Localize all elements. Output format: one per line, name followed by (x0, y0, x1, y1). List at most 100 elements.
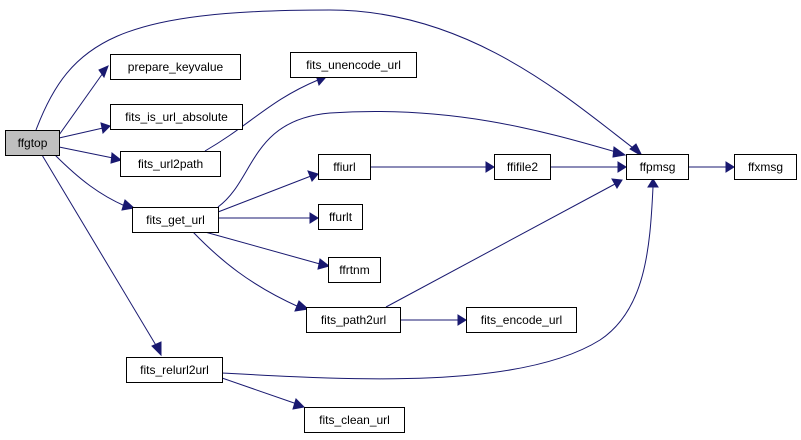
node-box (318, 154, 371, 180)
arrowhead-icon (617, 161, 627, 173)
arrowhead-icon (121, 199, 136, 211)
node-box (626, 154, 689, 180)
node-label: ffiurl (333, 160, 355, 174)
node-fits-unencode-url[interactable]: fits_unencode_url (290, 52, 417, 78)
node-label: ffrtnm (339, 263, 369, 277)
arrowhead-icon (110, 152, 123, 164)
node-label: ffpmsg (640, 160, 676, 174)
edge-fits-path2url-to-ffpmsg (385, 178, 623, 308)
node-label: fits_url2path (138, 157, 203, 171)
arrowhead-icon (457, 314, 467, 326)
edge-ffiurl-to-ffifile2 (370, 161, 495, 173)
node-box (126, 357, 223, 383)
edge-line (58, 146, 114, 159)
node-label: fits_encode_url (481, 313, 562, 327)
arrowhead-icon (98, 65, 109, 79)
node-ffiurl[interactable]: ffiurl (318, 154, 371, 180)
node-fits-clean-url[interactable]: fits_clean_url (304, 407, 405, 433)
node-prepare-keyvalue[interactable]: prepare_keyvalue (110, 54, 241, 80)
node-ffxmsg[interactable]: ffxmsg (734, 154, 797, 180)
edge-ffgtop-to-fits-get-url (54, 154, 136, 211)
edge-line (192, 231, 300, 308)
edge-line (217, 175, 312, 213)
node-fits-relurl2url[interactable]: fits_relurl2url (126, 357, 223, 383)
edge-ffgtop-to-prepare-keyvalue (58, 65, 109, 136)
node-ffgtop[interactable]: ffgtop (5, 130, 60, 156)
edge-line (58, 72, 104, 136)
edge-fits-get-url-to-ffpmsg (217, 111, 627, 208)
node-label: ffgtop (18, 136, 48, 150)
node-label: ffifile2 (507, 160, 538, 174)
node-ffrtnm[interactable]: ffrtnm (328, 257, 381, 283)
edge-ffgtop-to-fits-relurl2url (41, 154, 162, 357)
edge-line (204, 231, 321, 265)
node-box (466, 307, 577, 333)
node-box (318, 204, 363, 230)
node-label: ffurlt (329, 210, 353, 224)
node-label: fits_clean_url (319, 413, 390, 427)
edge-line (204, 79, 319, 152)
node-ffurlt[interactable]: ffurlt (318, 204, 363, 230)
node-fits-is-url-absolute[interactable]: fits_is_url_absolute (110, 104, 243, 130)
node-ffpmsg[interactable]: ffpmsg (626, 154, 689, 180)
arrowhead-icon (309, 212, 319, 224)
node-ffifile2[interactable]: ffifile2 (494, 154, 551, 180)
arrowhead-icon (100, 122, 111, 135)
edge-line (221, 186, 654, 380)
node-box (290, 52, 417, 78)
edge-line (41, 154, 158, 348)
arrowhead-icon (294, 300, 310, 312)
arrowhead-icon (647, 178, 659, 188)
node-box (5, 130, 60, 156)
edge-line (58, 127, 104, 139)
edge-fits-get-url-to-ffurlt (218, 212, 319, 224)
arrowhead-icon (307, 170, 319, 182)
node-fits-url2path[interactable]: fits_url2path (120, 151, 221, 177)
edge-ffgtop-to-fits-url2path (58, 146, 123, 164)
edge-ffgtop-to-fits-is-url-absolute (58, 122, 111, 139)
arrowhead-icon (629, 143, 644, 158)
edge-ffpmsg-to-ffxmsg (688, 161, 735, 173)
edge-fits-relurl2url-to-fits-clean-url (221, 377, 306, 410)
node-box (306, 307, 401, 333)
arrowhead-icon (151, 341, 162, 357)
edge-line (221, 377, 298, 405)
edge-line (217, 111, 617, 208)
node-box (110, 54, 241, 80)
node-box (494, 154, 551, 180)
edge-line (385, 183, 616, 308)
node-label: fits_is_url_absolute (125, 110, 228, 124)
node-box (734, 154, 797, 180)
node-label: fits_path2url (321, 313, 386, 327)
arrowhead-icon (317, 258, 331, 270)
arrowhead-icon (611, 178, 623, 189)
node-box (132, 207, 219, 233)
node-box (110, 104, 243, 130)
node-label: fits_get_url (146, 213, 205, 227)
edges-layer (35, 9, 735, 410)
nodes-layer: ffgtop prepare_keyvalue fits_is_url_absolu… (5, 52, 797, 433)
edge-fits-get-url-to-ffrtnm (204, 231, 331, 270)
arrowhead-icon (485, 161, 495, 173)
arrowhead-icon (725, 161, 735, 173)
node-box (120, 151, 221, 177)
arrowhead-icon (292, 398, 306, 410)
node-box (304, 407, 405, 433)
edge-line (54, 154, 126, 207)
node-fits-path2url[interactable]: fits_path2url (306, 307, 401, 333)
edge-ffifile2-to-ffpmsg (550, 161, 627, 173)
node-label: fits_relurl2url (140, 363, 209, 377)
edge-fits-get-url-to-fits-path2url (192, 231, 310, 312)
arrowhead-icon (612, 146, 627, 158)
node-box (328, 257, 381, 283)
edge-fits-get-url-to-ffiurl (217, 170, 319, 213)
edge-ffgtop-to-ffpmsg (35, 9, 644, 158)
edge-fits-relurl2url-to-ffpmsg (221, 178, 659, 380)
node-label: fits_unencode_url (306, 58, 401, 72)
edge-fits-path2url-to-fits-encode-url (400, 314, 467, 326)
edge-line (35, 9, 638, 152)
node-fits-encode-url[interactable]: fits_encode_url (466, 307, 577, 333)
node-label: ffxmsg (748, 160, 783, 174)
node-fits-get-url[interactable]: fits_get_url (132, 207, 219, 233)
